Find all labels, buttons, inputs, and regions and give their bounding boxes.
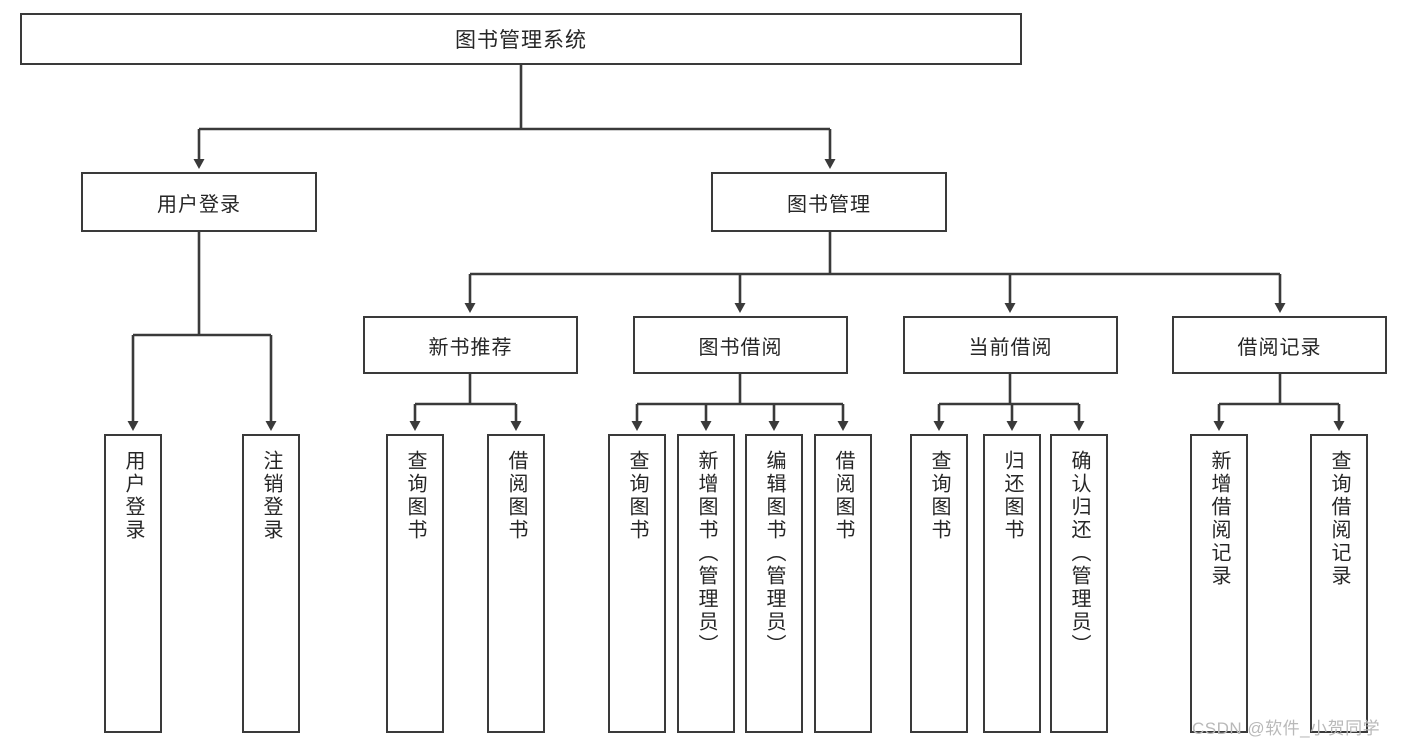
leaf-label: 用户登录 <box>122 450 144 542</box>
leaf-label: 注销登录 <box>260 450 282 542</box>
node-leaf-10[interactable]: 确认归还（管理员） <box>1050 434 1108 733</box>
node-level1-user-login[interactable]: 用户登录 <box>81 172 317 232</box>
leaf-label: 新增借阅记录 <box>1208 450 1230 588</box>
leaf-label: 新增图书（管理员） <box>695 450 717 657</box>
leaf-label: 查询图书 <box>928 450 950 542</box>
node-level2-borrow-record[interactable]: 借阅记录 <box>1172 316 1387 374</box>
node-leaf-1[interactable]: 注销登录 <box>242 434 300 733</box>
node-leaf-12[interactable]: 查询借阅记录 <box>1310 434 1368 733</box>
node-leaf-6[interactable]: 编辑图书（管理员） <box>745 434 803 733</box>
leaf-label: 查询图书 <box>404 450 426 542</box>
node-level2-book-borrow[interactable]: 图书借阅 <box>633 316 848 374</box>
node-level1-book-management[interactable]: 图书管理 <box>711 172 947 232</box>
node-leaf-4[interactable]: 查询图书 <box>608 434 666 733</box>
node-leaf-0[interactable]: 用户登录 <box>104 434 162 733</box>
node-leaf-8[interactable]: 查询图书 <box>910 434 968 733</box>
node-leaf-9[interactable]: 归还图书 <box>983 434 1041 733</box>
node-root[interactable]: 图书管理系统 <box>20 13 1022 65</box>
leaf-label: 查询图书 <box>626 450 648 542</box>
node-level2-current-borrow[interactable]: 当前借阅 <box>903 316 1118 374</box>
leaf-label: 借阅图书 <box>832 450 854 542</box>
node-leaf-7[interactable]: 借阅图书 <box>814 434 872 733</box>
leaf-label: 借阅图书 <box>505 450 527 542</box>
node-leaf-2[interactable]: 查询图书 <box>386 434 444 733</box>
leaf-label: 查询借阅记录 <box>1328 450 1350 588</box>
node-level2-new-book-recommend[interactable]: 新书推荐 <box>363 316 578 374</box>
leaf-label: 确认归还（管理员） <box>1068 450 1090 657</box>
csdn-watermark: CSDN @软件_小贺同学 <box>1192 719 1381 738</box>
node-leaf-5[interactable]: 新增图书（管理员） <box>677 434 735 733</box>
leaf-label: 编辑图书（管理员） <box>763 450 785 657</box>
leaf-label: 归还图书 <box>1001 450 1023 542</box>
node-leaf-3[interactable]: 借阅图书 <box>487 434 545 733</box>
node-leaf-11[interactable]: 新增借阅记录 <box>1190 434 1248 733</box>
